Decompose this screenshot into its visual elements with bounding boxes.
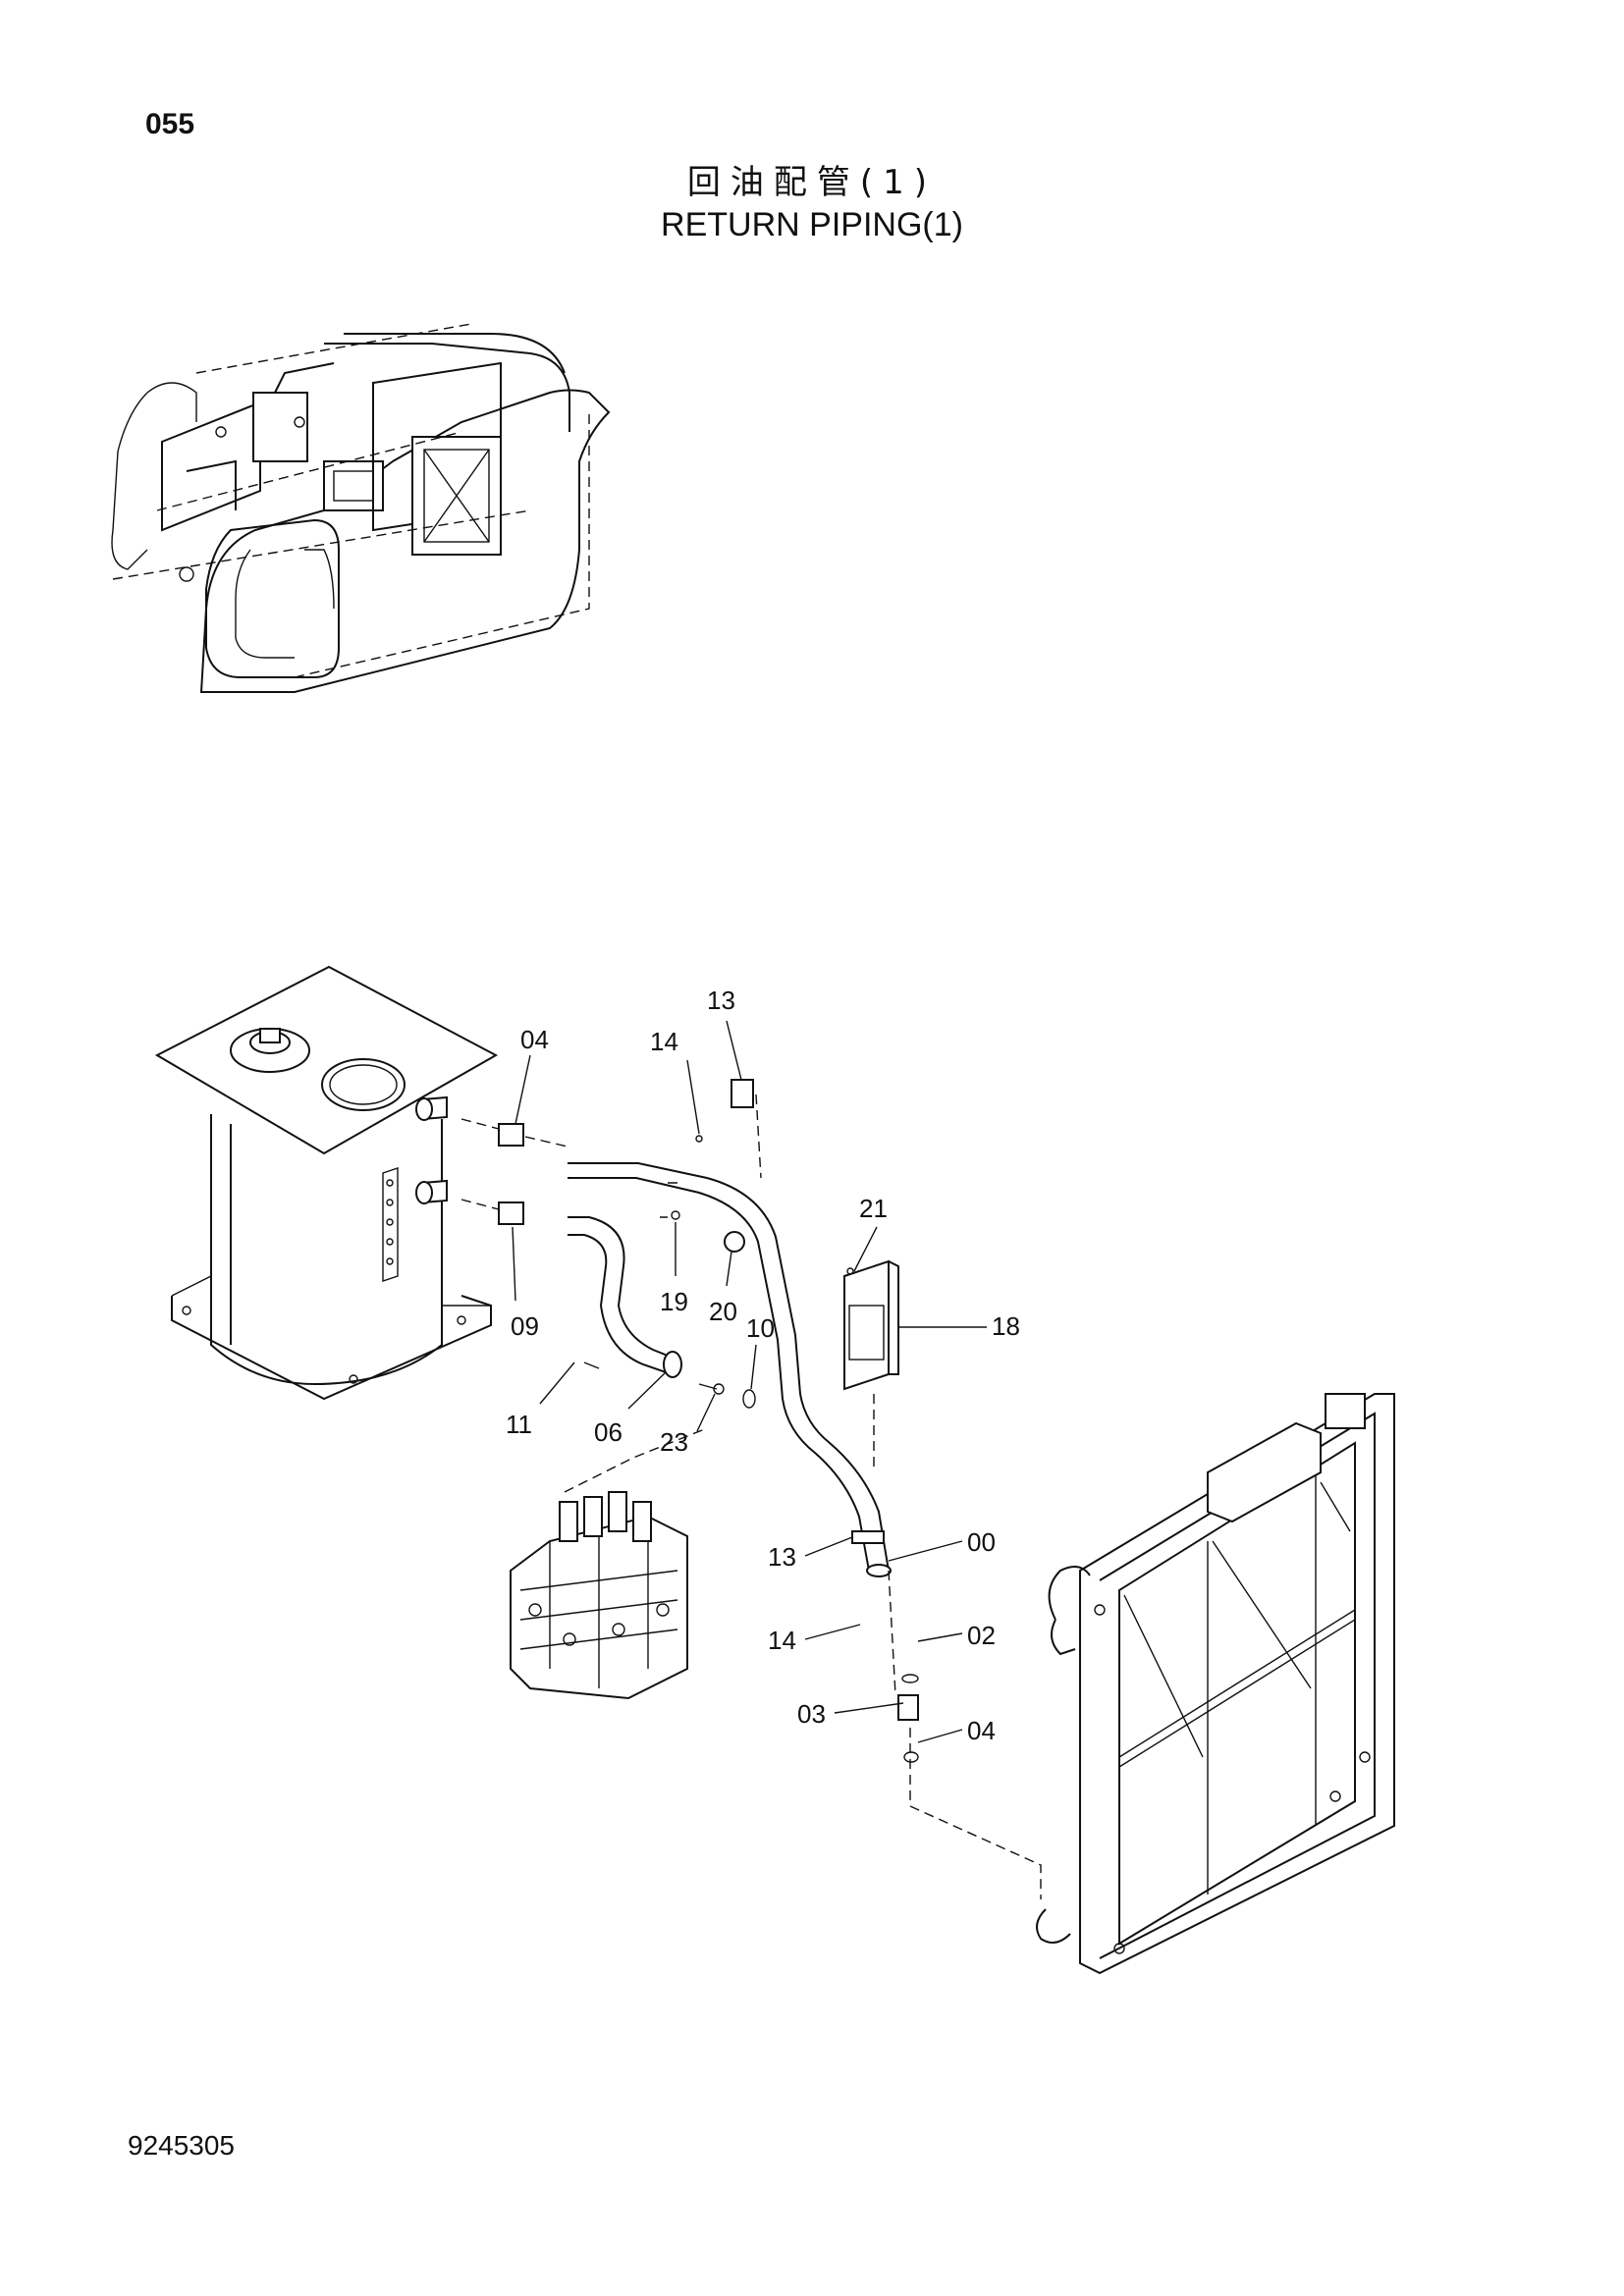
title-english: RETURN PIPING(1) (661, 206, 963, 243)
callout-09: 09 (511, 1311, 539, 1341)
callout-23: 23 (660, 1427, 688, 1457)
title-chinese: 回油配管(1) (686, 163, 938, 202)
callout-04-upper: 04 (520, 1025, 549, 1054)
callout-19: 19 (660, 1287, 688, 1316)
callout-06: 06 (594, 1417, 623, 1447)
callout-04-lower: 04 (967, 1716, 996, 1745)
callout-21: 21 (859, 1194, 888, 1223)
callout-14-upper: 14 (650, 1027, 678, 1056)
callout-11: 11 (506, 1410, 532, 1439)
hydraulic-tank-illustration (154, 965, 499, 1401)
callout-labels: 04 14 13 21 09 19 20 10 18 11 06 23 13 0… (506, 986, 1020, 1745)
callout-03: 03 (797, 1699, 826, 1729)
callout-20: 20 (709, 1297, 737, 1326)
callout-00: 00 (967, 1527, 996, 1557)
callout-10: 10 (746, 1313, 775, 1343)
callout-18: 18 (992, 1311, 1020, 1341)
callout-14-lower: 14 (768, 1626, 796, 1655)
document-number: 9245305 (128, 2130, 236, 2161)
control-valve-illustration (510, 1427, 708, 1700)
radiator-frame-illustration (1036, 1393, 1395, 1975)
machine-overview-illustration (111, 323, 611, 693)
page-number: 055 (145, 108, 195, 140)
return-pipe-illustration (460, 1079, 1042, 1899)
callout-13-upper: 13 (707, 986, 735, 1015)
callout-13-lower: 13 (768, 1542, 796, 1572)
callout-02: 02 (967, 1621, 996, 1650)
callout-leaders (512, 1020, 987, 1743)
